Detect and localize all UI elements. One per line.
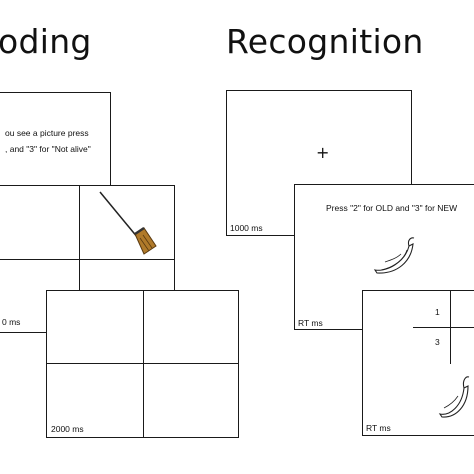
encoding-instruction-screen: ou see a picture press , and "3" for "No… (0, 92, 111, 186)
recognition-instruction: Press "2" for OLD and "3" for NEW (326, 203, 458, 213)
fixation-cross: + (316, 143, 330, 162)
recognition-timer-grid: RT ms (366, 423, 391, 433)
response-key-1: 1 (435, 307, 440, 317)
encoding-instruction-line1: ou see a picture press (5, 128, 89, 138)
encoding-heading: oding (0, 22, 92, 61)
banana-icon (373, 237, 415, 274)
encoding-instruction-line2: , and "3" for "Not alive" (5, 144, 91, 154)
response-key-3: 3 (435, 337, 440, 347)
grid-horizontal-divider (47, 363, 238, 364)
recognition-timer-instruction: RT ms (298, 318, 323, 328)
recognition-timer-fixation: 1000 ms (230, 223, 263, 233)
broom-icon (99, 191, 157, 255)
grid-horizontal-divider (413, 327, 474, 328)
recognition-heading: Recognition (226, 22, 424, 61)
encoding-grid-screen: 2000 ms (46, 290, 239, 438)
encoding-timer-grid: 2000 ms (51, 424, 84, 434)
encoding-timer-partial: 0 ms (2, 317, 21, 327)
banana-icon (438, 376, 470, 418)
grid-horizontal-divider (0, 259, 174, 260)
grid-vertical-divider (143, 291, 144, 437)
